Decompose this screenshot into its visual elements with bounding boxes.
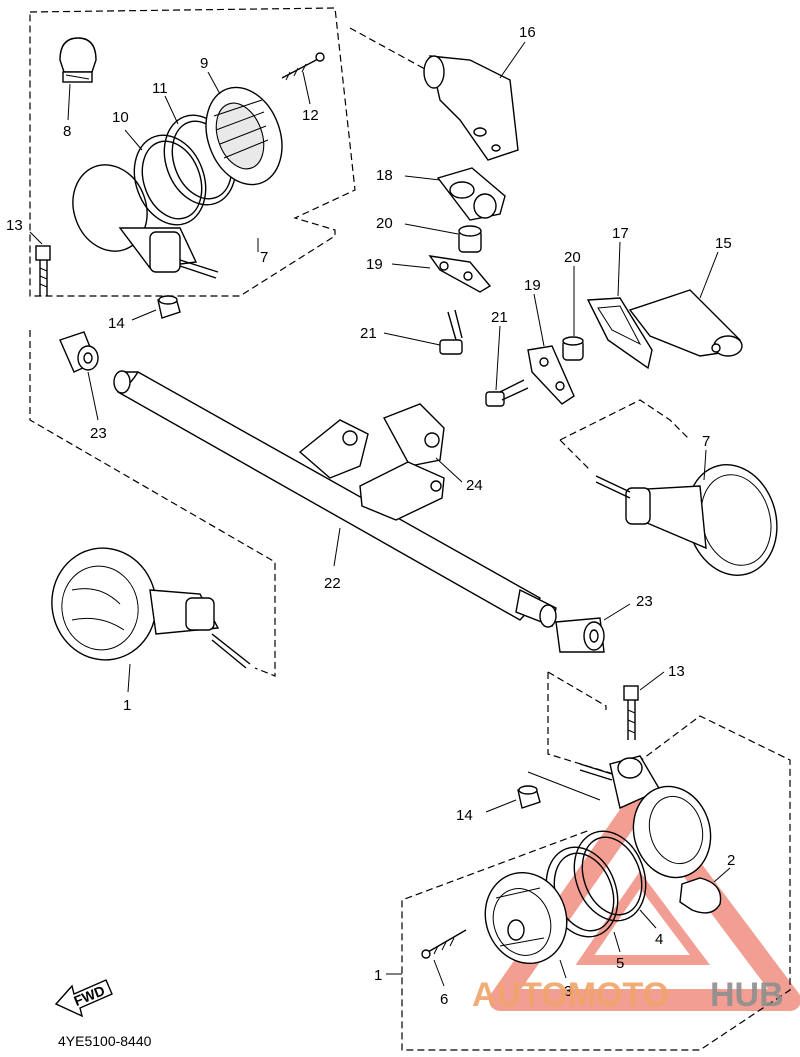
callout-24: 24 xyxy=(466,477,483,494)
bolt-part-21a xyxy=(439,309,463,355)
callout-19a: 19 xyxy=(366,256,383,273)
lens-part xyxy=(205,86,283,186)
fwd-label: FWD xyxy=(72,982,108,1009)
callout-23b: 23 xyxy=(636,593,653,610)
callout-17: 17 xyxy=(612,225,629,242)
callout-6: 6 xyxy=(440,991,448,1008)
stay-part-15 xyxy=(628,289,743,357)
watermark-text-automoto: AUTOMOTO xyxy=(472,976,669,1014)
callout-4: 4 xyxy=(655,931,663,948)
signal-lamp-part-1a xyxy=(51,547,251,669)
callout-7a: 7 xyxy=(260,249,268,266)
callout-9: 9 xyxy=(200,55,208,72)
callout-12: 12 xyxy=(302,107,319,124)
collar-part-20 xyxy=(458,225,482,253)
plate-part-19b xyxy=(527,345,575,405)
bolt-part-13b xyxy=(623,685,639,740)
callout-5: 5 xyxy=(616,955,624,972)
screw-part xyxy=(281,52,325,81)
bulb-part-2 xyxy=(679,877,722,914)
watermark-text-hub: HUB xyxy=(710,976,784,1014)
callout-14a: 14 xyxy=(108,315,125,332)
grommet-part-23b xyxy=(555,617,605,653)
bolt-part-21b xyxy=(485,379,529,407)
callout-20a: 20 xyxy=(376,215,393,232)
collar-part-20b xyxy=(562,336,584,361)
callout-10: 10 xyxy=(112,109,129,126)
callout-22: 22 xyxy=(324,575,341,592)
signal-housing-part-b xyxy=(579,755,712,879)
callout-2: 2 xyxy=(727,852,735,869)
callout-23a: 23 xyxy=(90,425,107,442)
callout-14b: 14 xyxy=(456,807,473,824)
callout-18: 18 xyxy=(376,167,393,184)
rear-left-signal-assembly-outline xyxy=(29,7,356,297)
callout-19b: 19 xyxy=(524,277,541,294)
diagram-code: 4YE5100-8440 xyxy=(58,1033,152,1049)
callout-8: 8 xyxy=(63,123,71,140)
bolt-part xyxy=(35,245,51,296)
callout-15: 15 xyxy=(715,235,732,252)
screw-part-6 xyxy=(421,929,467,959)
callout-13b: 13 xyxy=(668,663,685,680)
callout-20b: 20 xyxy=(564,249,581,266)
nut-part xyxy=(157,295,181,319)
plate-part-19a xyxy=(428,255,492,293)
lens-part-3 xyxy=(484,871,568,965)
callout-13a: 13 xyxy=(6,217,23,234)
bracket-part-24 xyxy=(298,403,445,521)
callout-16: 16 xyxy=(519,24,536,41)
callout-3: 3 xyxy=(564,983,572,1000)
signal-housing-part xyxy=(72,164,219,279)
callout-1a: 1 xyxy=(123,697,131,714)
callout-21a: 21 xyxy=(360,325,377,342)
callout-11: 11 xyxy=(152,80,168,97)
stay-bar-part-22 xyxy=(113,370,557,628)
plate-part-18 xyxy=(436,167,506,221)
stay-part-16 xyxy=(423,55,519,161)
grommet-part-23a xyxy=(59,331,99,373)
signal-lamp-part-7b xyxy=(595,464,778,576)
callout-7b: 7 xyxy=(702,433,710,450)
nut-part-14b xyxy=(517,785,541,809)
callout-21b: 21 xyxy=(491,309,508,326)
forward-arrow-icon xyxy=(54,979,113,1018)
callout-1b: 1 xyxy=(374,967,382,984)
bulb-part xyxy=(59,37,97,83)
gasket-part-17 xyxy=(586,297,653,370)
